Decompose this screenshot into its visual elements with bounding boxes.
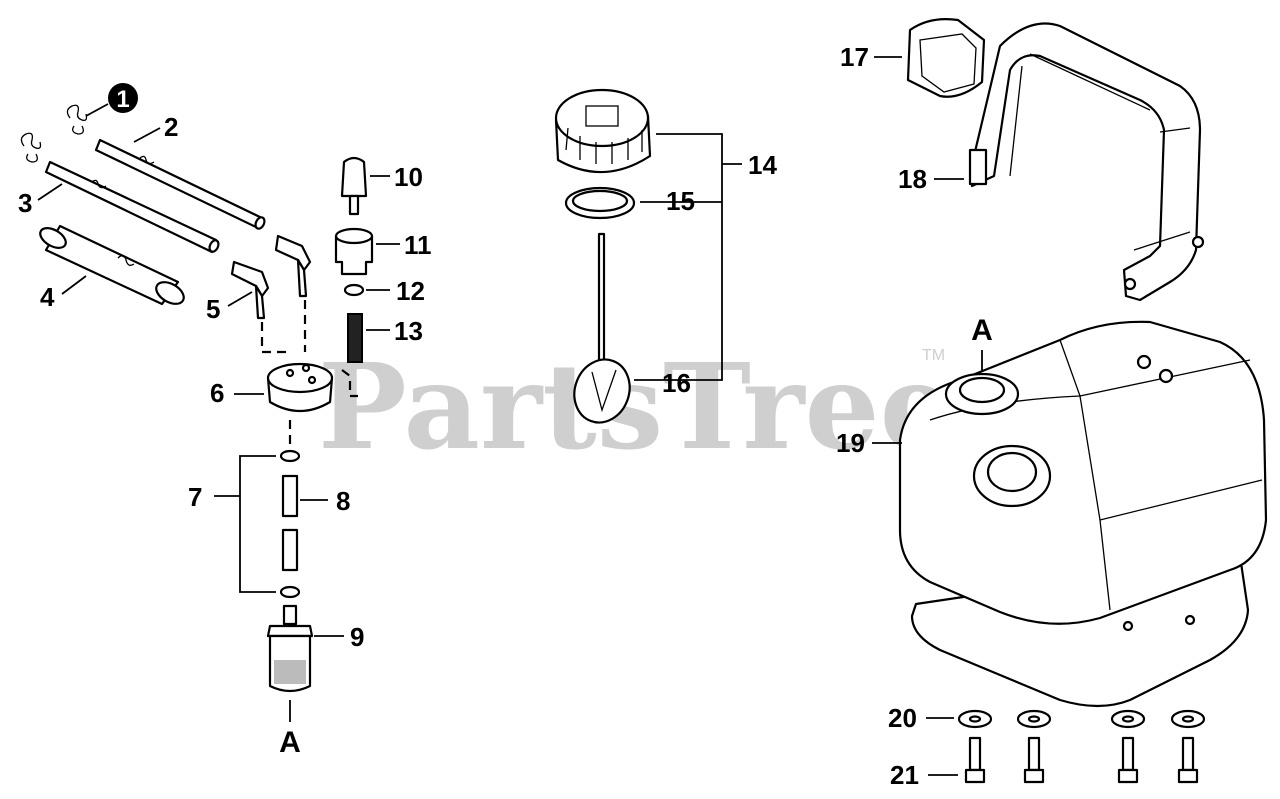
assembly-line [341, 369, 358, 398]
part-cap-gasket[interactable] [564, 186, 636, 220]
leader-line [85, 103, 109, 117]
callout-4-label: 4 [40, 282, 55, 312]
callout-9-label: 9 [350, 622, 364, 652]
callout-5-label: 5 [206, 294, 220, 324]
callout-11-label: 11 [404, 230, 432, 260]
callout-21[interactable]: 21 [890, 760, 958, 790]
part-grommet[interactable] [266, 362, 334, 412]
watermark-text: PartsTree [318, 337, 955, 476]
callout-3[interactable]: 3 [18, 183, 63, 218]
part-pickup-assembly[interactable] [279, 449, 301, 599]
callout-5[interactable]: 5 [206, 291, 253, 324]
part-fuel-cap[interactable] [554, 88, 652, 174]
callout-10-label: 10 [394, 162, 423, 192]
bracket-line [214, 455, 276, 593]
callout-2[interactable]: 2 [133, 112, 178, 143]
callout-15[interactable]: 15 [666, 186, 695, 216]
part-hose-sleeve[interactable] [37, 224, 188, 308]
callout-12-label: 12 [396, 276, 425, 306]
callout-6-label: 6 [210, 378, 224, 408]
callout-1-badge [108, 83, 138, 113]
leader-line [61, 275, 87, 295]
part-vent-plug[interactable] [340, 156, 368, 216]
callout-8-label: 8 [336, 486, 350, 516]
callout-1-label: 1 [116, 86, 129, 113]
callout-17-label: 17 [840, 42, 869, 72]
callout-18-label: 18 [898, 164, 927, 194]
bracket-line [634, 133, 742, 381]
part-fuel-hose-long[interactable] [94, 138, 266, 230]
watermark-trademark: TM [922, 347, 945, 364]
part-cap-retainer[interactable] [566, 232, 639, 430]
connection-label-a-bottom: A [279, 726, 301, 759]
callout-7-label: 7 [188, 482, 202, 512]
callout-13[interactable]: 13 [366, 316, 423, 346]
connection-label-a-tank: A [971, 314, 993, 347]
leader-line [37, 183, 63, 201]
callout-20-label: 20 [888, 703, 917, 733]
callout-10[interactable]: 10 [370, 162, 423, 192]
callout-11[interactable]: 11 [376, 230, 432, 260]
part-clip[interactable] [20, 104, 88, 163]
part-screws[interactable] [964, 736, 1199, 784]
part-o-ring[interactable] [343, 283, 365, 297]
callout-13-label: 13 [394, 316, 423, 346]
callout-17[interactable]: 17 [840, 42, 902, 72]
leader-line [133, 127, 161, 143]
part-vent-housing[interactable] [334, 227, 374, 276]
leader-line [227, 291, 253, 307]
callout-20[interactable]: 20 [888, 703, 954, 733]
callout-7[interactable]: 7 [188, 455, 276, 593]
callout-16-label: 16 [662, 368, 691, 398]
part-washers[interactable] [957, 709, 1206, 729]
callout-16[interactable]: 16 [662, 368, 691, 398]
part-fuel-hose-short[interactable] [44, 160, 220, 254]
callout-19-label: 19 [836, 428, 865, 458]
part-elbow-fitting[interactable] [230, 234, 312, 320]
part-cover-cap[interactable] [906, 18, 986, 98]
callout-19[interactable]: 19 [836, 428, 902, 458]
callout-4[interactable]: 4 [40, 275, 87, 312]
callout-1[interactable]: 1 [85, 83, 138, 117]
callout-14[interactable]: 14 [634, 133, 777, 381]
part-fuel-tank[interactable] [898, 320, 1268, 708]
part-tank-bracket[interactable] [968, 22, 1205, 302]
callout-12[interactable]: 12 [366, 276, 425, 306]
callout-15-label: 15 [666, 186, 695, 216]
callout-21-label: 21 [890, 760, 919, 790]
callout-18[interactable]: 18 [898, 164, 964, 194]
callout-8[interactable]: 8 [300, 486, 350, 516]
callout-14-label: 14 [748, 150, 777, 180]
part-fuel-filter[interactable] [266, 604, 314, 693]
callout-9[interactable]: 9 [314, 622, 364, 652]
callout-6[interactable]: 6 [210, 378, 264, 408]
part-vent-tube[interactable] [347, 313, 363, 363]
callout-3-label: 3 [18, 188, 32, 218]
callout-2-label: 2 [164, 112, 178, 142]
